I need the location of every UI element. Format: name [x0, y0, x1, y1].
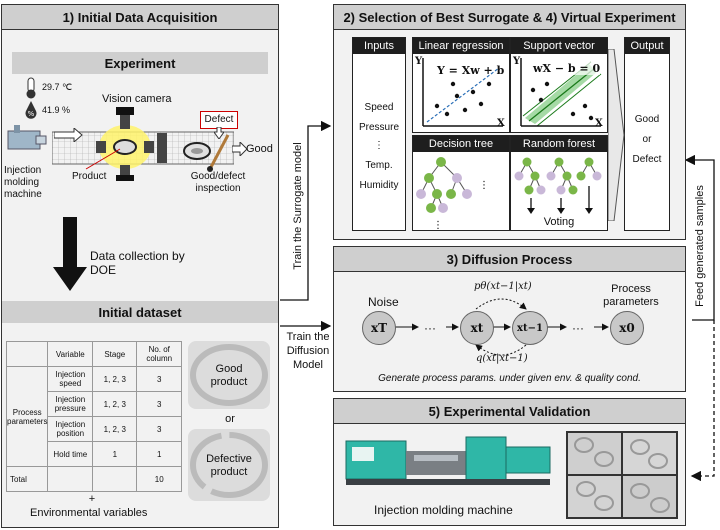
output-title: Output [625, 38, 669, 54]
dots-left: ··· [424, 321, 436, 335]
train-surrogate-arrow [280, 120, 332, 301]
defective-product-label: Defective product [206, 453, 252, 478]
feed-samples-label: Feed generated samples [694, 185, 706, 307]
product-pointer [84, 147, 124, 176]
support-vector-plot [520, 58, 602, 127]
axis-y-label: Y [415, 56, 423, 67]
table-row: Process parameters Injection speed 1, 2,… [5, 366, 182, 467]
dots-right: ··· [572, 321, 584, 335]
data-collection-arrow [52, 217, 88, 296]
linear-regression-plot [422, 58, 503, 127]
sorting-arm [206, 133, 232, 178]
good-label: Good [246, 143, 273, 155]
inputs-title: Inputs [353, 38, 405, 54]
support-vector-box: Support vector Y X wX − b = 0 [510, 37, 608, 133]
thermometer-icon [24, 77, 38, 104]
table-total-row: Total 10 [5, 466, 182, 492]
dataset-table: Variable Stage No. of column Process par… [5, 341, 182, 492]
linear-regression-equation: Y = Xw + b [437, 64, 505, 77]
linear-regression-box: Linear regression Y X Y = Xw + b [412, 37, 510, 133]
random-forest-box: Random forest Voting [510, 135, 608, 231]
diffusion-caption: Generate process params. under given env… [378, 373, 641, 384]
good-product-photo: Good product [188, 341, 270, 409]
injection-molding-machine-image [344, 433, 554, 494]
panel1-title: 1) Initial Data Acquisition [2, 5, 278, 30]
table-header-variable: Variable [47, 341, 94, 367]
random-forest-title: Random forest [511, 136, 607, 152]
train-diffusion-label: Train the Diffusion Model [286, 331, 330, 371]
models-to-output-arrow [607, 48, 626, 226]
humidity-icon: % [24, 100, 38, 125]
output-box: Output Good or Defect [624, 37, 670, 231]
reverse-process-label: pθ(xt−1|xt) [474, 281, 532, 292]
axis-x-label: X [497, 118, 505, 129]
table-row: Injection position 1, 2, 3 3 [7, 416, 182, 442]
vision-camera-label: Vision camera [102, 93, 172, 105]
panel-initial-data-acquisition: 1) Initial Data Acquisition Experiment 2… [1, 4, 279, 528]
vision-camera-icon [96, 105, 154, 190]
defect-label: Defect [204, 114, 234, 125]
panel3-title: 3) Diffusion Process [334, 247, 685, 272]
conveyor-arrow [53, 126, 84, 147]
node-x-0: x0 [610, 311, 644, 345]
decision-tree-box: Decision tree ⋮ ⋮ [412, 135, 510, 231]
plus-sign: + [88, 493, 96, 505]
axis-x-label: X [595, 118, 603, 129]
decision-tree-title: Decision tree [413, 136, 509, 152]
panel2-title: 2) Selection of Best Surrogate & 4) Virt… [334, 5, 685, 30]
random-forest-graphic [514, 157, 602, 214]
process-params-label: Process parameters [603, 283, 659, 308]
temperature-value: 29.7 ℃ [42, 82, 73, 92]
camera-mount-right [156, 133, 168, 168]
node-x-t-minus-1: xt−1 [512, 311, 548, 345]
decision-tree-graphic: ⋮ ⋮ [416, 157, 489, 230]
injection-machine-label: Injection molding machine [4, 165, 42, 200]
inspection-label: Good/defect inspection [190, 171, 246, 194]
defect-arrow [213, 126, 225, 144]
dataset-title: Initial dataset [2, 301, 278, 323]
noise-label: Noise [368, 295, 399, 309]
feed-samples-arrow-down [690, 320, 715, 482]
table-group-label: Process parameters [5, 366, 49, 467]
or-label: or [225, 413, 235, 425]
good-product-label: Good product [210, 363, 248, 388]
inspected-product [182, 141, 212, 166]
doe-label: Data collection by DOE [90, 249, 185, 277]
forward-process-label: q(xt|xt−1) [476, 353, 528, 364]
panel-experimental-validation: 5) Experimental Validation Injection mol… [333, 398, 686, 526]
train-surrogate-label: Train the Surrogate model [292, 142, 304, 270]
support-vector-title: Support vector [511, 38, 607, 54]
experiment-title: Experiment [12, 52, 268, 74]
product-label: Product [72, 171, 107, 182]
linear-regression-title: Linear regression [413, 38, 509, 54]
injection-machine-icon [6, 123, 48, 172]
svg-text:⋮: ⋮ [433, 220, 443, 230]
panel-surrogate-selection: 2) Selection of Best Surrogate & 4) Virt… [333, 4, 686, 240]
defective-product-photo: Defective product [188, 429, 270, 501]
product-photo-grid [566, 431, 678, 519]
node-x-t: xt [460, 311, 494, 345]
svg-text:⋮: ⋮ [479, 180, 489, 191]
node-x-T: xT [362, 311, 396, 345]
feed-samples-arrow-up [684, 154, 715, 321]
diffusion-chain-lines [394, 298, 609, 356]
panel-diffusion-process: 3) Diffusion Process Noise Process param… [333, 246, 686, 392]
table-header-stage: Stage [92, 341, 138, 367]
voting-label: Voting [543, 216, 575, 228]
env-vars-label: Environmental variables [30, 507, 148, 519]
svg-text:%: % [28, 110, 35, 118]
support-vector-equation: wX − b = 0 [533, 62, 601, 75]
axis-y-label: Y [513, 56, 521, 67]
inputs-box: Inputs Speed Pressure ⋮ Temp. Humidity [352, 37, 406, 231]
good-arrow [231, 140, 248, 161]
table-header-columns: No. of column [136, 341, 182, 367]
humidity-value: 41.9 % [42, 105, 71, 115]
panel5-title: 5) Experimental Validation [334, 399, 685, 424]
machine-label: Injection molding machine [374, 503, 513, 517]
